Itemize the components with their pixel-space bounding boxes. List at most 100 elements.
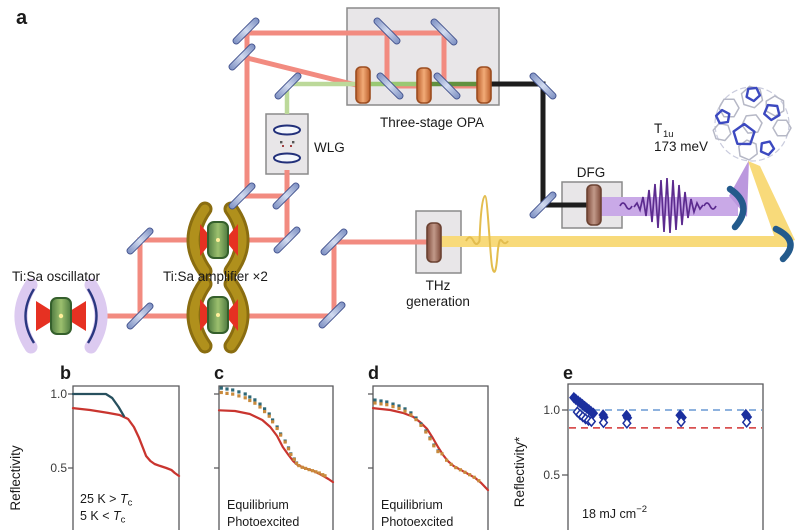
mir-pulse <box>619 177 717 234</box>
dfg-crystal <box>586 184 602 226</box>
amp1-mirror-right-face <box>226 204 247 276</box>
thz-beam <box>434 161 795 273</box>
curved-mirror-mir-icon <box>726 185 747 231</box>
data-point <box>279 433 283 437</box>
fluence-annotation: 18 mJ cm−2 <box>582 504 647 521</box>
data-point <box>253 401 257 405</box>
data-point <box>321 473 325 477</box>
oscillator-mirror-left <box>14 278 38 354</box>
wlg-optics <box>273 124 301 164</box>
wlg-filament-dot <box>292 141 295 144</box>
ytick-b-1: 1.0 <box>50 387 67 401</box>
molecule-ring <box>763 103 781 122</box>
amp1-mirror-left-face <box>189 204 210 276</box>
mirror-icon <box>318 301 346 329</box>
frame-d <box>372 385 489 530</box>
beam-to-opa-top <box>244 30 444 199</box>
data-point <box>445 458 449 462</box>
label-oscillator: Ti:Sa oscillator <box>12 269 101 284</box>
data-point <box>323 474 327 478</box>
ylabel-reflectivity: Reflectivity <box>8 445 23 511</box>
ticks-e <box>562 409 568 476</box>
legend-b-warm: 25 K > Tc <box>80 492 133 509</box>
mirror-icon <box>273 226 301 254</box>
panel-label-a: a <box>16 7 28 29</box>
amp2-cone-right <box>229 299 238 331</box>
oscillator-cone-right <box>70 301 86 331</box>
signal-beam-path <box>490 81 590 208</box>
c60-molecule <box>712 85 792 162</box>
data-point <box>458 468 462 472</box>
data-point <box>314 470 318 474</box>
data-point <box>391 405 395 409</box>
label-amplifier: Ti:Sa amplifier ×2 <box>163 269 268 284</box>
mirror-icon <box>228 43 256 71</box>
plot-area-b <box>71 392 181 478</box>
legend-b-cold-sym: T <box>113 509 122 523</box>
amp2-mirror-right-face <box>226 279 247 351</box>
molecule-ring <box>712 122 732 142</box>
ytick-b-05: 0.5 <box>50 461 67 475</box>
legend-d-equilibrium: Equilibrium <box>381 498 443 512</box>
oscillator-mirror-right <box>84 278 108 354</box>
oscillator-sparkle <box>58 313 64 319</box>
mirror-icon <box>228 182 256 210</box>
data-point <box>463 470 467 474</box>
label-mode-sub: 1u <box>663 129 674 140</box>
label-mode-energy: 173 meV <box>654 139 708 154</box>
oscillator-mirror-left-edge <box>24 288 36 344</box>
data-point <box>424 430 428 434</box>
thz-pulse-icon <box>465 194 509 273</box>
mir-packet-tail-left <box>619 202 633 210</box>
data-point <box>385 403 389 407</box>
label-wlg: WLG <box>314 140 345 155</box>
legend-b-cold-sub: c <box>121 515 126 526</box>
thz-crystal <box>426 222 442 263</box>
amp2-mirror-left-face <box>189 279 210 351</box>
mirror-icon <box>430 18 458 46</box>
ticks-b <box>68 393 73 469</box>
molecule-ring <box>732 122 756 146</box>
amplifier-2 <box>186 276 250 354</box>
data-point <box>436 450 440 454</box>
data-point <box>267 412 271 416</box>
legend-c-photoexcited: Photoexcited <box>227 515 299 529</box>
molecule-ring <box>738 139 758 161</box>
thz-beam-band <box>434 236 788 247</box>
data-point <box>253 398 257 402</box>
mirror-icon <box>376 72 404 100</box>
molecule-ring <box>759 140 776 157</box>
data-point <box>267 414 271 418</box>
data-point-diamond <box>741 416 752 428</box>
plot-area-d <box>371 398 490 492</box>
plot-area-c <box>217 386 335 484</box>
ytick-e-1: 1.0 <box>543 403 560 417</box>
mirror-icon <box>126 227 154 255</box>
label-opa: Three-stage OPA <box>380 115 484 130</box>
panel-label-e: e <box>563 363 573 383</box>
data-point <box>219 390 223 395</box>
data-point-diamond <box>676 415 686 428</box>
label-dfg: DFG <box>577 165 606 180</box>
data-point <box>373 398 377 402</box>
amplifier-1 <box>186 201 250 279</box>
data-point <box>385 400 389 404</box>
molecule-ring <box>772 119 792 137</box>
mirror-icon <box>232 17 260 45</box>
data-point <box>440 452 444 456</box>
molecule-ring <box>740 85 764 109</box>
beam-diagonal-pump <box>246 55 357 88</box>
data-point <box>379 402 383 406</box>
data-point <box>397 404 401 408</box>
oscillator-cone-left <box>36 301 52 331</box>
amp2-cone-left <box>200 299 209 331</box>
molecule-ring <box>741 114 763 134</box>
data-point-diamond <box>622 417 632 430</box>
oscillator <box>14 278 108 354</box>
wlg-lens-bottom <box>273 152 301 164</box>
ticks-c <box>214 393 219 469</box>
mirror-icon <box>433 72 461 100</box>
panel-label-c: c <box>214 363 224 383</box>
data-point <box>310 469 315 473</box>
